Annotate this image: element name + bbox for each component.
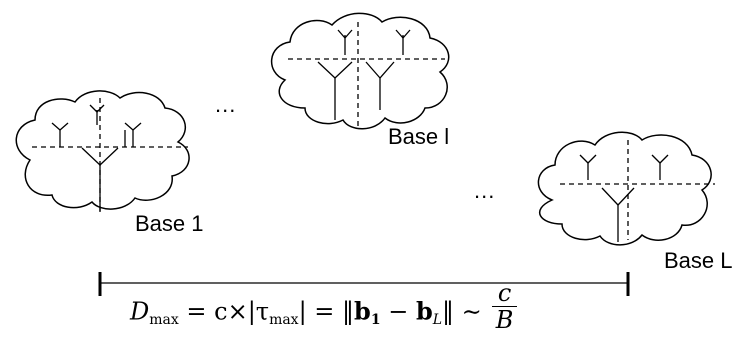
formula-eq2: | = ‖ [298, 297, 355, 326]
distance-bracket [98, 272, 630, 296]
formula-tau-sub: max [269, 312, 299, 329]
formula-bL: b [415, 296, 433, 326]
base-l-label: Base l [388, 124, 450, 149]
formula-b1: b [354, 296, 371, 326]
formula-frac-den: B [491, 306, 518, 334]
ellipsis-left: ... [215, 92, 237, 117]
formula-eq1: = c×|τ [178, 297, 270, 326]
formula-eq3: ‖ ∼ [442, 297, 482, 326]
formula-b1-sub: 1 [370, 312, 381, 329]
base-l-cloud [270, 12, 450, 130]
formula-lhs: D [130, 297, 150, 326]
formula-minus: − [380, 297, 416, 326]
base-L-label: Base L [664, 248, 733, 273]
base-l-antenna-array [288, 22, 445, 128]
formula-lhs-sub: max [149, 312, 179, 329]
base-1-antenna-array [32, 98, 188, 212]
base-1-cloud [15, 90, 190, 210]
formula-bL-sub: L [432, 312, 443, 329]
ellipsis-right: ... [474, 178, 496, 203]
formula-frac-num: c [497, 279, 512, 307]
base-L-cloud [537, 131, 712, 246]
base-L-antenna-array [560, 140, 715, 242]
base-1-label: Base 1 [135, 211, 204, 236]
